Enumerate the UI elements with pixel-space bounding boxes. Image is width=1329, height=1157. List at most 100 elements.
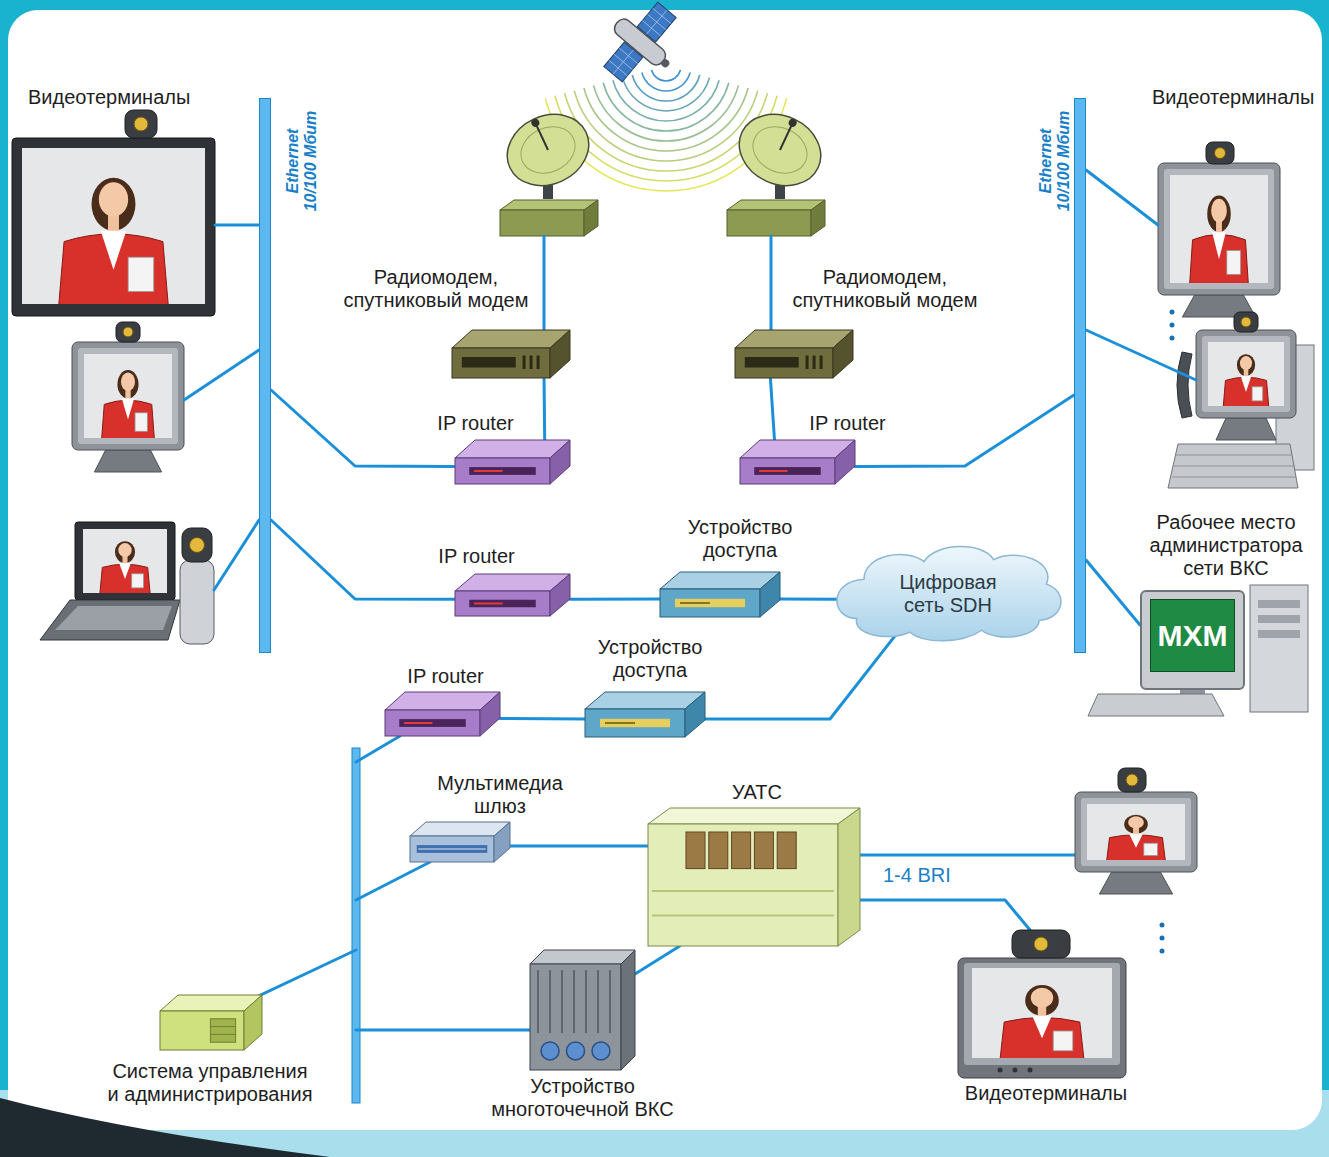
camera-lens bbox=[1126, 774, 1138, 786]
drive-bay bbox=[1258, 600, 1300, 608]
box-top bbox=[410, 822, 510, 836]
box-side bbox=[835, 440, 855, 484]
video-camera bbox=[1234, 312, 1258, 332]
dish-ring bbox=[745, 118, 814, 182]
presenter-document bbox=[1227, 251, 1241, 275]
screen-text: MXM bbox=[1158, 619, 1228, 652]
presenter-figure bbox=[59, 178, 169, 304]
network-link bbox=[500, 717, 585, 721]
solar-panel-grid bbox=[646, 10, 667, 35]
presenter-face bbox=[99, 182, 128, 216]
video-camera bbox=[116, 322, 140, 342]
box-front bbox=[452, 348, 550, 378]
device-label: Устройство многоточечной ВКС bbox=[488, 1075, 678, 1121]
radio-wave bbox=[642, 72, 690, 91]
camera-lens bbox=[1215, 148, 1226, 159]
video-terminal bbox=[1158, 163, 1280, 317]
video-camera bbox=[1206, 142, 1234, 164]
speaker-tower bbox=[180, 560, 214, 644]
fan bbox=[567, 1042, 585, 1060]
network-link bbox=[1086, 560, 1140, 625]
presenter-face bbox=[1240, 356, 1252, 370]
device-shape bbox=[455, 440, 570, 484]
front-vent bbox=[806, 356, 809, 370]
card-slot bbox=[537, 970, 539, 1033]
dish-base-front bbox=[727, 210, 811, 236]
presenter-shirt bbox=[1129, 834, 1143, 848]
front-slot bbox=[469, 600, 536, 608]
video-terminal bbox=[72, 342, 184, 472]
camera-body bbox=[125, 110, 157, 138]
front-vent bbox=[537, 356, 540, 370]
device-label: IP router bbox=[396, 665, 496, 688]
front-slot bbox=[754, 467, 821, 475]
box-front bbox=[160, 1011, 244, 1050]
presenter-face bbox=[121, 372, 135, 390]
presenter-figure bbox=[1107, 815, 1166, 860]
front-indicator bbox=[680, 602, 710, 604]
presenter-figure bbox=[1223, 354, 1269, 406]
box-top bbox=[648, 808, 860, 824]
tv-button bbox=[1028, 1068, 1033, 1073]
dish-feed-arm bbox=[780, 123, 793, 150]
front-indicator bbox=[474, 470, 503, 472]
lan-bus bbox=[352, 748, 360, 1103]
slide-swoosh bbox=[0, 1098, 330, 1157]
fan bbox=[592, 1042, 610, 1060]
line-card bbox=[777, 832, 796, 869]
video-camera bbox=[1118, 768, 1146, 792]
presenter-hair bbox=[117, 370, 138, 399]
group-label: Видеотерминалы bbox=[958, 1082, 1134, 1105]
presenter-face bbox=[118, 543, 131, 557]
dish-base-top bbox=[500, 200, 598, 210]
presenter-document bbox=[1144, 843, 1158, 855]
front-slot bbox=[675, 599, 745, 607]
front-vent bbox=[813, 356, 816, 370]
dish-base-front bbox=[500, 210, 584, 236]
box-side bbox=[685, 692, 705, 737]
front-slot bbox=[600, 719, 670, 727]
dish-feed bbox=[530, 117, 541, 128]
box-side bbox=[244, 995, 262, 1050]
box-front bbox=[410, 836, 494, 862]
network-link bbox=[543, 378, 547, 440]
pc-tower-case bbox=[1250, 585, 1308, 712]
group-label: Видеотерминалы bbox=[1152, 86, 1322, 109]
box-front bbox=[735, 348, 833, 378]
front-panel-grid bbox=[210, 1026, 235, 1027]
box-front bbox=[660, 589, 760, 617]
device-shape bbox=[530, 950, 635, 1070]
cable bbox=[356, 862, 430, 900]
keyboard bbox=[1088, 694, 1224, 716]
presenter-face bbox=[1128, 816, 1144, 828]
satellite-modem: Радиомодем, спутниковый модем bbox=[452, 330, 570, 378]
dish-feed bbox=[787, 117, 798, 128]
presenter-shirt bbox=[1212, 232, 1226, 259]
terminal-bezel bbox=[78, 348, 178, 444]
network-link bbox=[780, 598, 837, 601]
box-side bbox=[494, 822, 510, 862]
device-label: IP router bbox=[798, 412, 898, 435]
front-vent bbox=[820, 356, 823, 370]
satellite-antenna bbox=[660, 58, 671, 69]
box-front bbox=[530, 964, 621, 1070]
admin-workstation: MXMРабочее место администратора сети ВКС bbox=[1140, 590, 1245, 690]
camera-lens bbox=[134, 117, 148, 131]
terminal-frame bbox=[72, 342, 184, 450]
link-type-label: 1-4 BRI bbox=[883, 864, 973, 887]
front-slot bbox=[745, 357, 799, 368]
network-link bbox=[705, 636, 895, 719]
box-front bbox=[585, 709, 685, 737]
video-camera bbox=[182, 528, 212, 562]
presenter-document bbox=[1252, 387, 1263, 401]
ip-router: IP router bbox=[455, 440, 570, 484]
network-link bbox=[271, 390, 455, 466]
cable bbox=[1086, 330, 1196, 380]
network-link bbox=[510, 844, 648, 847]
cable bbox=[356, 736, 400, 762]
camera-lens bbox=[1241, 317, 1251, 327]
dish-ring bbox=[513, 118, 582, 182]
keyboard-keys bbox=[1174, 466, 1294, 467]
